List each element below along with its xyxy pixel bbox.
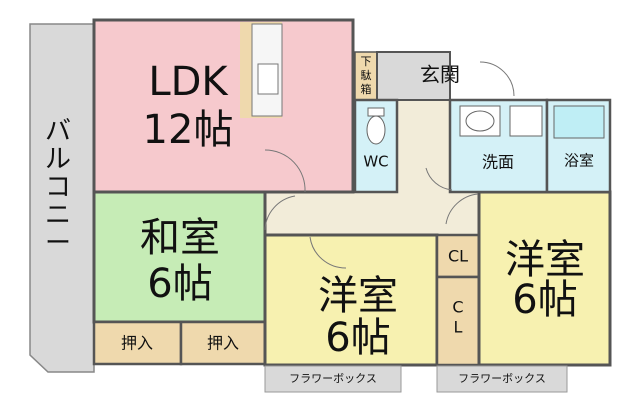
ldk-name: LDK: [148, 59, 229, 105]
bathtub-icon: [553, 105, 605, 139]
svg-text:バ: バ: [45, 117, 71, 147]
flower-box-1: [264, 365, 402, 393]
toilet-tank-icon: [367, 107, 385, 117]
senmen-label: 洗面: [482, 153, 514, 172]
oshiire-1-label: 押入: [121, 334, 153, 353]
svg-text:ル: ル: [45, 145, 71, 175]
cl-bottom-label-l: L: [454, 318, 463, 337]
oshiire-2-label: 押入: [207, 334, 239, 353]
kitchen-sink: [257, 63, 279, 95]
svg-text:コ: コ: [45, 173, 71, 203]
washitsu-size: 6帖: [147, 261, 212, 307]
cl-bottom-label-c: C: [452, 298, 463, 317]
door-swing-senmen: [425, 167, 453, 191]
oshiire-1: [92, 320, 183, 366]
oshiire-2: [179, 320, 267, 366]
balcony-area: [29, 23, 95, 373]
flower-box-2-label: フラワーボックス: [458, 372, 546, 385]
washer-icon: [509, 105, 543, 137]
washbasin-bowl-icon: [465, 110, 495, 132]
balcony-label: バ ル コ ニ ー: [45, 117, 71, 259]
entrance-door-swing: [479, 61, 515, 97]
yokushitsu-label: 浴室: [564, 152, 594, 170]
genkan-label: 玄関: [420, 63, 460, 87]
svg-text:ー: ー: [45, 229, 71, 259]
door-swing-yoshitsu-center: [309, 236, 347, 269]
door-swing-washitsu: [264, 195, 296, 231]
yoshitsu-center-name: 洋室: [318, 273, 398, 319]
cl-top-label: CL: [448, 247, 468, 266]
genkan: [376, 51, 451, 101]
washitsu-name: 和室: [140, 215, 220, 261]
door-swing-ldk: [264, 149, 306, 193]
yoshitsu-right-size: 6帖: [512, 277, 577, 323]
wc-label: WC: [363, 153, 388, 171]
getabako-char-1: 下: [361, 55, 372, 68]
flower-box-2: [436, 365, 568, 393]
flower-box-1-label: フラワーボックス: [289, 372, 377, 385]
ldk-size: 12帖: [143, 107, 234, 153]
cl-top: [435, 233, 481, 279]
yoshitsu-center-size: 6帖: [325, 315, 390, 361]
toilet-icon: [366, 115, 386, 145]
wc-room: [353, 98, 399, 194]
getabako-char-3: 箱: [361, 82, 372, 96]
door-swing-yoshitsu-right: [445, 193, 479, 225]
ldk-room: [92, 18, 355, 194]
svg-text:ニ: ニ: [45, 201, 71, 231]
getabako-char-2: 駄: [361, 68, 372, 82]
yoshitsu-right-name: 洋室: [505, 237, 585, 283]
